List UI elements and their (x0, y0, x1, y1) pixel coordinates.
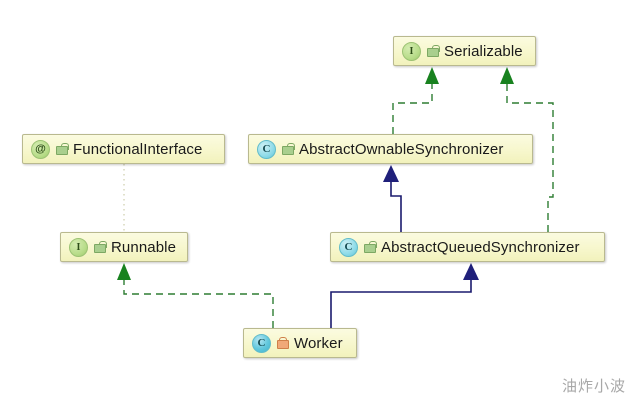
edge-worker-implements-runnable (117, 263, 274, 328)
node-label-worker: Worker (294, 334, 343, 352)
open-lock-icon (427, 45, 440, 57)
node-functional-interface[interactable]: @ FunctionalInterface (22, 134, 225, 164)
node-abstract-queued-synchronizer[interactable]: C AbstractQueuedSynchronizer (330, 232, 605, 262)
edge-aos-implements-serializable (392, 67, 439, 134)
node-label-abstract-ownable-synchronizer: AbstractOwnableSynchronizer (299, 140, 504, 158)
node-label-abstract-queued-synchronizer: AbstractQueuedSynchronizer (381, 238, 580, 256)
closed-lock-icon (277, 337, 289, 349)
open-lock-icon (364, 241, 377, 253)
interface-badge-icon: I (402, 41, 421, 61)
node-abstract-ownable-synchronizer[interactable]: C AbstractOwnableSynchronizer (248, 134, 533, 164)
class-badge-icon: C (339, 237, 358, 257)
open-lock-icon (94, 241, 107, 253)
annotation-badge-icon: @ (31, 139, 50, 159)
node-runnable[interactable]: I Runnable (60, 232, 188, 262)
node-label-serializable: Serializable (444, 42, 523, 60)
open-lock-icon (282, 143, 295, 155)
class-badge-icon: C (252, 333, 271, 353)
class-badge-icon: C (257, 139, 276, 159)
interface-badge-icon: I (69, 237, 88, 257)
node-serializable[interactable]: I Serializable (393, 36, 536, 66)
edge-aqs-extends-aos (383, 165, 402, 232)
edge-worker-extends-aqs (330, 263, 479, 328)
watermark-text: 油炸小波 (561, 377, 626, 395)
open-lock-icon (56, 143, 69, 155)
node-label-runnable: Runnable (111, 238, 177, 256)
node-worker[interactable]: C Worker (243, 328, 357, 358)
node-label-functional-interface: FunctionalInterface (73, 140, 203, 158)
